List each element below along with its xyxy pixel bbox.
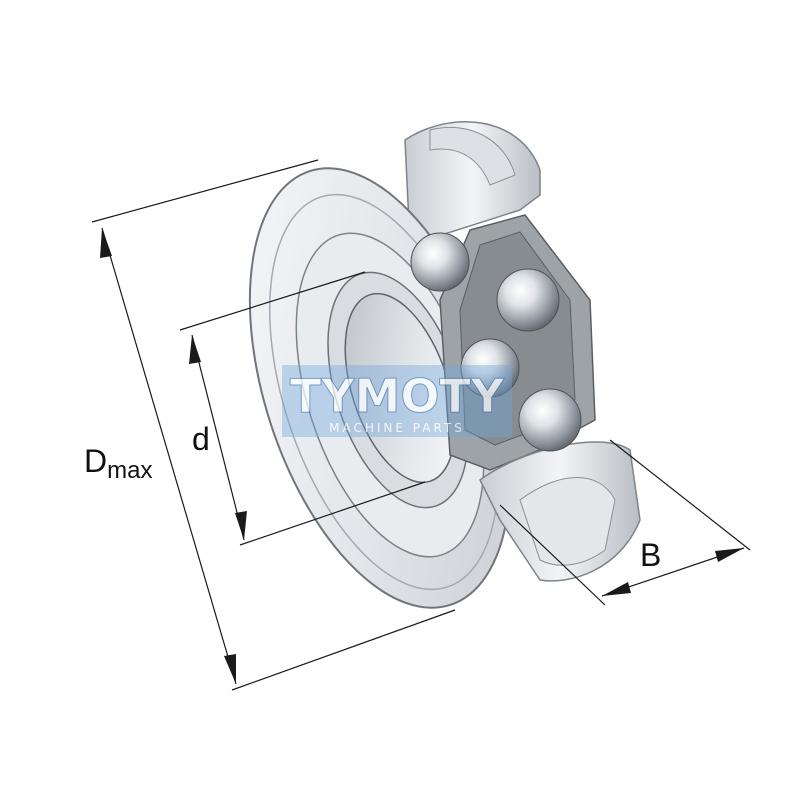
watermark-banner [282,365,512,437]
dmax-arrow-bottom [224,654,236,684]
dmax-arrow-top [100,228,112,258]
bore-label: d [192,421,210,457]
outer-ring-groove-bottom [519,477,616,566]
ball-upper-right [496,268,560,332]
ball-middle [460,338,520,398]
width-label: B [640,537,661,573]
watermark-brand: TYMOTY [290,369,505,423]
watermark-tagline: MACHINE PARTS [329,421,465,435]
arrowheads [100,228,744,684]
bore-arrow-top [189,335,201,364]
watermark: TYMOTY MACHINE PARTS [282,365,512,437]
dmax-dimension-line [101,227,237,685]
dmax-subscript: max [107,457,152,484]
dmax-symbol: D [84,443,107,479]
dmax-label: Dmax [84,443,152,484]
width-extension-left [499,504,606,606]
bearing-illustration [248,121,641,609]
bore-extension-bottom [239,481,426,546]
outer-ring-groove-top [429,126,516,186]
width-arrow-left [602,582,631,596]
dmax-extension-bottom [231,609,456,691]
bore-dimension-line [191,334,245,541]
bore-arrow-bottom [235,511,247,540]
bore-extension-top [179,271,366,331]
outer-ring-back [404,121,541,247]
dmax-extension-top [91,159,319,223]
ball-lower-right [518,388,582,452]
ball-upper-left [410,232,470,292]
width-extension-right [609,439,751,551]
width-arrow-right [715,548,744,562]
